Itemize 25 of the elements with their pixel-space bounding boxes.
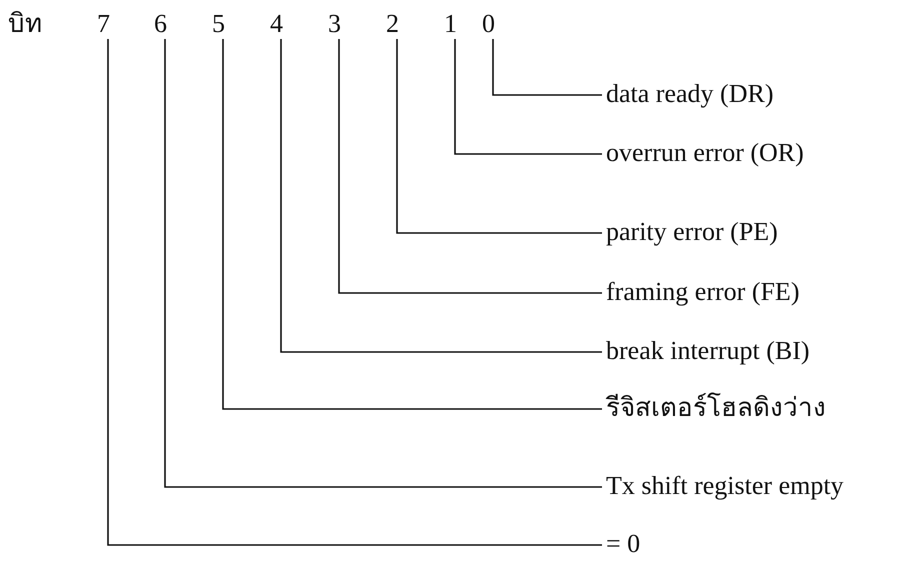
bit-description: parity error (PE) bbox=[606, 217, 778, 247]
leader-line bbox=[338, 39, 602, 294]
bit-description: data ready (DR) bbox=[606, 79, 774, 109]
bit-description: Tx shift register empty bbox=[606, 471, 844, 501]
bit-number: 5 bbox=[212, 9, 225, 39]
leader-line bbox=[222, 39, 602, 410]
leader-line bbox=[280, 39, 602, 353]
leader-line bbox=[107, 39, 602, 546]
bit-number: 7 bbox=[97, 9, 110, 39]
bit-description: = 0 bbox=[606, 529, 640, 559]
bit-number: 2 bbox=[386, 9, 399, 39]
bit-description: framing error (FE) bbox=[606, 277, 800, 307]
leader-line bbox=[454, 39, 602, 155]
bit-number: 1 bbox=[444, 9, 457, 39]
leader-line bbox=[396, 39, 602, 234]
bit-number: 4 bbox=[270, 9, 283, 39]
bit-description: overrun error (OR) bbox=[606, 138, 804, 168]
bit-description: รีจิสเตอร์โฮลดิงว่าง bbox=[606, 393, 826, 423]
bit-number: 0 bbox=[482, 9, 495, 39]
bit-number: 3 bbox=[328, 9, 341, 39]
leader-line bbox=[164, 39, 602, 488]
bit-description: break interrupt (BI) bbox=[606, 336, 810, 366]
leader-line bbox=[492, 39, 602, 96]
bit-heading: บิท bbox=[8, 9, 42, 39]
bit-number: 6 bbox=[154, 9, 167, 39]
